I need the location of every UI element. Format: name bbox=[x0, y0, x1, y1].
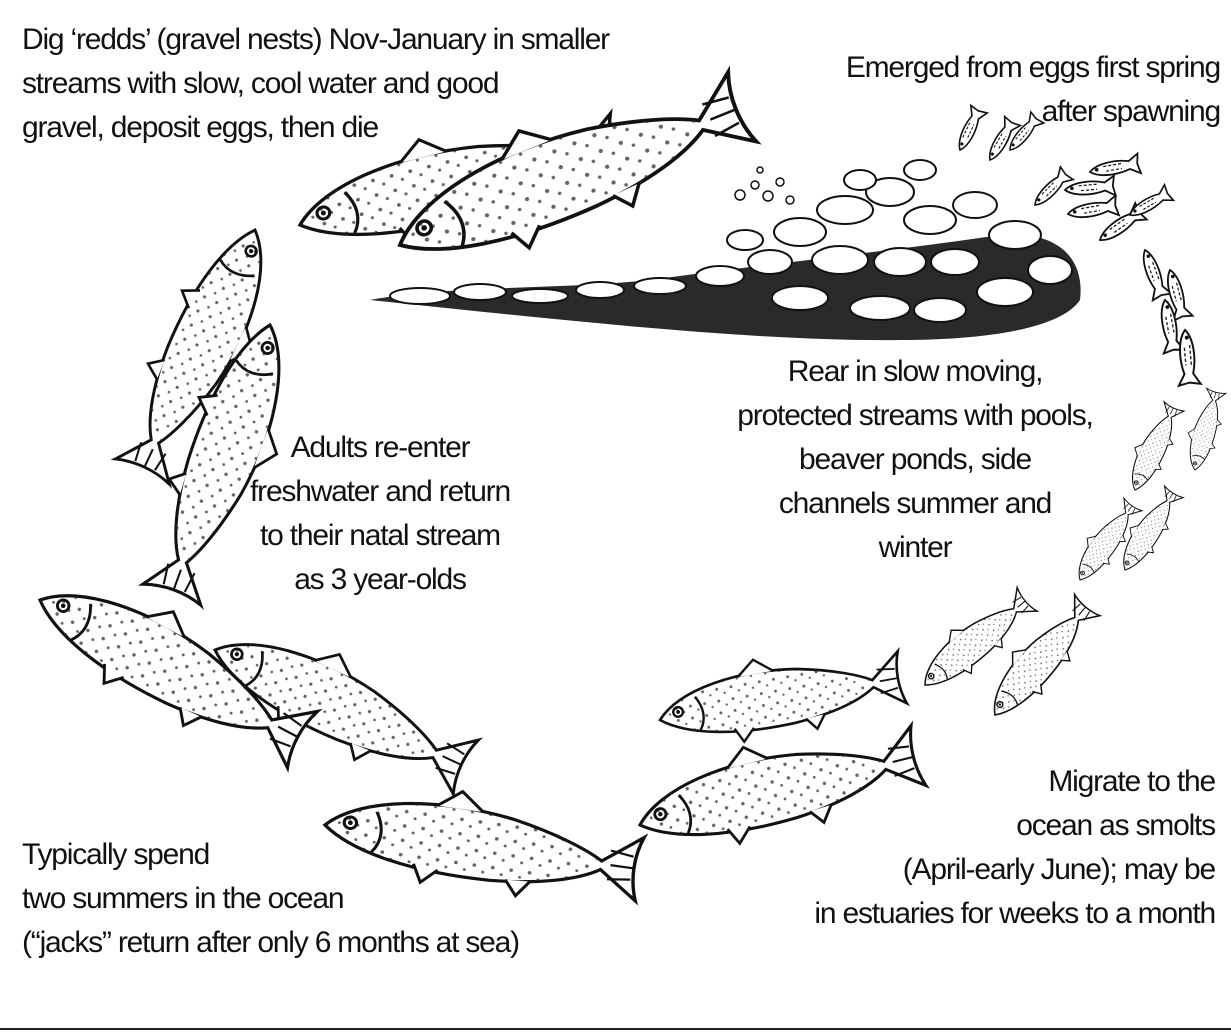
return-stage-label: Adults re-enter freshwater and return to… bbox=[250, 431, 511, 596]
rearing-stage-label: Rear in slow moving, protected streams w… bbox=[737, 355, 1094, 564]
ocean-stage-label: Typically spend two summers in the ocean… bbox=[22, 838, 520, 959]
bottom-border bbox=[0, 1028, 1231, 1030]
migration-stage-label: Migrate to the ocean as smolts (April-ea… bbox=[814, 765, 1216, 930]
emergence-stage-label: Emerged from eggs first spring after spa… bbox=[845, 51, 1221, 128]
gravel-redd-illustration bbox=[370, 159, 1081, 341]
spawning-stage-label: Dig ‘redds’ (gravel nests) Nov-January i… bbox=[22, 23, 610, 144]
migrating-smolts bbox=[908, 579, 1106, 731]
